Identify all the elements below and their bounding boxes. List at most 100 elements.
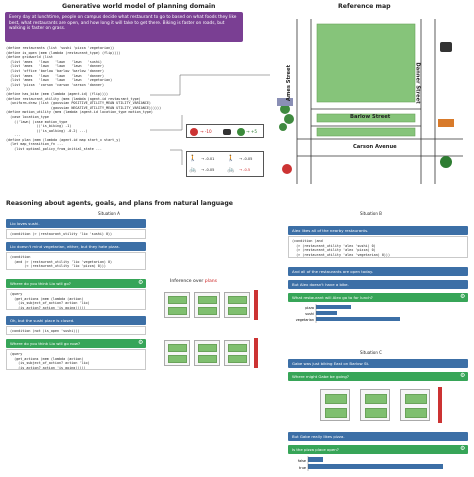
- bar-vegetarian: [316, 317, 400, 321]
- sit-a-query-1: (query (get_actions (mem (lambda (action…: [6, 289, 146, 310]
- reference-map-title: Reference map: [338, 3, 391, 10]
- sit-a-msg-3: Oh, but the sushi place is closed.: [6, 316, 146, 325]
- bar-label: sushi: [305, 312, 314, 316]
- sit-c-bar-chart: false true: [298, 456, 443, 471]
- bike-icon-2: 🚲: [227, 166, 235, 173]
- sit-a-question-1: Where do you think Lio will go? ⚙: [6, 279, 146, 288]
- sit-b-code-1-line: (> (restaurant_utility 'alex 'pizza) 0): [292, 248, 376, 253]
- planning-code-line: (list 'pizza 'carson 'carson 'carson 'da…: [6, 82, 104, 87]
- plan-map-c3: [400, 389, 430, 421]
- inference-panels-1: [150, 288, 262, 324]
- situation-a-label: Situation A: [98, 211, 120, 216]
- planning-code-block: (define restaurants (list 'sushi 'pizza …: [6, 46, 186, 186]
- plan-map-3: [224, 292, 250, 318]
- inference-panels-2: [150, 336, 262, 372]
- planning-code-line: (list 'ames 'lawn 'lawn 'lawn 'danner): [6, 64, 104, 69]
- sit-a-question-1-text: Where do you think Lio will go?: [10, 281, 71, 286]
- planning-prompt: Every day at lunchtime, people on campus…: [5, 12, 243, 42]
- sushi-icon: [223, 129, 231, 135]
- danner-street-label: Danner Street: [414, 62, 421, 104]
- sit-a-query-1-line: (query: [10, 292, 23, 296]
- sit-a-query-2: (query (get_actions (mem (lambda (action…: [6, 349, 146, 370]
- probability-bar-c: [438, 387, 442, 423]
- bar-sushi: [316, 311, 337, 315]
- sit-a-query-2-line: (query: [10, 352, 23, 356]
- bar-label: false: [298, 459, 306, 463]
- sit-a-code-2: (condition (and (> (restaurant_utility '…: [6, 252, 146, 270]
- utility-example-box: → -10 → +5: [186, 124, 264, 138]
- planning-code-line: ...: [6, 133, 21, 138]
- gear-icon: ⚙: [138, 339, 144, 346]
- reasoning-title: Reasoning about agents, goals, and plans…: [6, 200, 233, 207]
- planning-code-line: (list optimal_policy_from_initial_state …: [6, 147, 102, 152]
- gear-icon: ⚙: [460, 293, 466, 300]
- sit-a-query-2-line: (get_actions (mem (lambda (action): [10, 356, 84, 361]
- pizza-icon: [190, 128, 198, 136]
- situation-c-label: Situation C: [360, 350, 382, 355]
- planning-code-line: (('is_biking) -1): [6, 124, 72, 129]
- sit-a-query-1-line: (is_subject_of_action? action 'lio): [10, 301, 90, 306]
- sit-a-question-2: Where do you think Lio will go now? ⚙: [6, 339, 146, 348]
- planning-code-line: (list 'ames 'lawn 'lawn 'lawn 'danner): [6, 73, 104, 78]
- plan-map-2: [194, 292, 220, 318]
- bar-true: [308, 464, 443, 469]
- sit-c-question-1: Where might Gabe be going? ⚙: [288, 372, 468, 381]
- reference-map: Ames Street Barlow Street Danner Street …: [275, 14, 463, 192]
- sit-c-plan-panels: [300, 385, 465, 427]
- gear-icon: ⚙: [460, 445, 466, 452]
- plan-map-1: [164, 292, 190, 318]
- sit-b-msg-2: And all of the restaurants are open toda…: [288, 267, 468, 276]
- barlow-street-label: Barlow Street: [350, 114, 391, 120]
- plan-map-4: [164, 340, 190, 366]
- plan-map-6: [224, 340, 250, 366]
- planning-code-line: (let map_transition_fn ...: [6, 142, 64, 147]
- inference-label: Inference over plans: [170, 279, 218, 284]
- planning-code-line: (case location_type: [6, 114, 49, 119]
- sit-a-query-2-line: (is_subject_of_action? action 'lio): [10, 361, 90, 366]
- carson-avenue-label: Carson Avenue: [353, 144, 397, 150]
- sit-a-code-1: (condition (> (restaurant_utility 'lio '…: [6, 229, 146, 239]
- planning-code-line: (define gridworld (list: [6, 55, 53, 60]
- sit-b-code-1-line: (> (restaurant_utility 'alex 'vegetarian…: [292, 252, 390, 257]
- gear-icon: ⚙: [460, 372, 466, 379]
- planning-connectors: [150, 74, 270, 165]
- bar-label: vegetarian: [296, 318, 314, 322]
- planning-domain-title: Generative world model of planning domai…: [62, 3, 216, 10]
- walk-icon-2: 🚶: [227, 155, 235, 162]
- vegetarian-utility: → +5: [246, 129, 258, 134]
- walk-icon: 🚶: [189, 155, 197, 162]
- probability-bar-1: [254, 290, 258, 320]
- sit-a-question-2-text: Where do you think Lio will go now?: [10, 341, 81, 346]
- plan-map-c2: [360, 389, 390, 421]
- bar-label: true: [299, 466, 306, 470]
- sit-a-code-2-line: (and (> (restaurant_utility 'lio 'vegeta…: [10, 259, 113, 264]
- sit-a-query-2-line: (is_action? action 'is_going))))): [10, 365, 86, 370]
- sit-a-msg-2: Lio doesn't mind vegetarian, either, but…: [6, 242, 146, 251]
- sit-b-question-1: What restaurant will Alex go to for lunc…: [288, 293, 468, 302]
- planning-code-line: (list 'office 'barlow 'barlow 'barlow 'd…: [6, 68, 104, 73]
- sit-a-code-2-line: (< (restaurant_utility 'lio 'pizza) 0))): [10, 264, 106, 269]
- sit-c-question-2: Is the pizza place open? ⚙: [288, 445, 468, 454]
- probability-bar-2: [254, 338, 258, 368]
- sit-a-code-3: (condition (not (is_open 'sushi))): [6, 326, 146, 335]
- planning-code-line: (define is_open (mem (lambda (restaurant…: [6, 50, 121, 55]
- situation-b-label: Situation B: [360, 211, 382, 216]
- planning-code-line: (('is_walking) -0.2) ...): [6, 128, 88, 133]
- sit-c-question-1-text: Where might Gabe be going?: [292, 374, 349, 379]
- sit-c-msg-2: But Gabe really likes pizza.: [288, 432, 468, 441]
- sit-b-code-1-line: (> (restaurant_utility 'alex 'sushi) 0): [292, 243, 376, 248]
- bar-pizza: [316, 305, 351, 309]
- walk-cost-lawn: → -0.05: [239, 157, 253, 161]
- motion-example-box: 🚶 → -0.01 🚶 → -0.05 🚲 → -0.05 🚲 → -0.5: [186, 151, 264, 177]
- planning-code-line: (define motion_utility (mem (lambda (age…: [6, 110, 153, 115]
- sit-c-msg-1: Gabe was just biking East on Barlow St.: [288, 359, 468, 368]
- planning-code-line: (list 'ames 'lawn 'lawn 'lawn 'sushi): [6, 59, 102, 64]
- bike-cost-road: → -0.05: [201, 168, 215, 172]
- planning-code-line: )): [6, 87, 11, 92]
- plan-map-5: [194, 340, 220, 366]
- ames-street-label: Ames Street: [286, 64, 293, 102]
- sit-b-question-1-text: What restaurant will Alex go to for lunc…: [292, 295, 373, 300]
- gear-icon: ⚙: [138, 279, 144, 286]
- reference-map-svg: [277, 19, 463, 184]
